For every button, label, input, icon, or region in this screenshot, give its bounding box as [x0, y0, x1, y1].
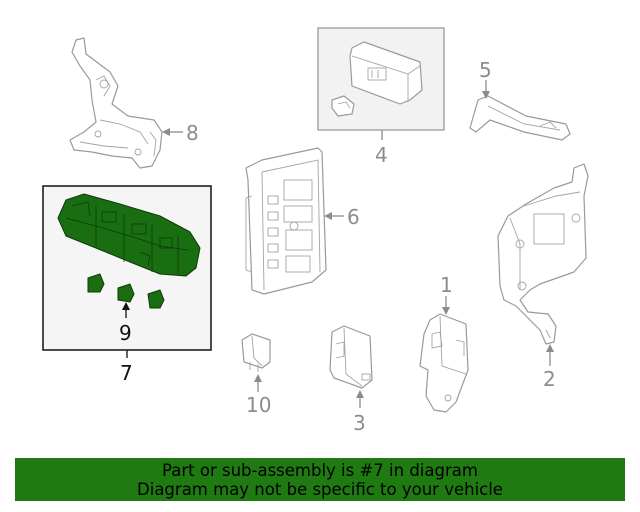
- arrow-2: [546, 344, 554, 352]
- parts-diagram: 8 4 5 6: [42, 27, 589, 435]
- part-4-box[interactable]: [317, 27, 445, 131]
- arrow-9: [122, 302, 130, 310]
- part-7-assembly-highlighted[interactable]: [57, 193, 201, 277]
- callout-7: 7: [120, 361, 133, 385]
- notice-line-1: Part or sub-assembly is #7 in diagram: [162, 461, 478, 480]
- part-7-box[interactable]: 9: [42, 185, 212, 351]
- part-6-fuse-box[interactable]: [245, 147, 327, 295]
- part-2-bracket[interactable]: [497, 163, 589, 345]
- arrow-3: [356, 390, 364, 398]
- arrow-8: [162, 128, 170, 136]
- callout-1: 1: [440, 273, 453, 297]
- callout-10: 10: [246, 393, 271, 417]
- part-8-bracket[interactable]: [69, 37, 163, 169]
- callout-3: 3: [353, 411, 366, 435]
- callout-6: 6: [347, 205, 360, 229]
- arrow-1: [442, 307, 450, 315]
- callout-5: 5: [479, 58, 492, 82]
- arrow-10: [254, 374, 262, 382]
- arrow-5: [482, 91, 490, 99]
- notice-banner: Part or sub-assembly is #7 in diagram Di…: [15, 458, 625, 501]
- part-10-relay[interactable]: [241, 333, 271, 372]
- callout-8: 8: [186, 121, 199, 145]
- callout-9: 9: [119, 321, 132, 345]
- part-3-relay[interactable]: [329, 325, 373, 389]
- part-9-relay-clips[interactable]: [87, 273, 165, 309]
- callout-2: 2: [543, 367, 556, 391]
- part-5-rail[interactable]: [469, 95, 571, 141]
- part-1-module[interactable]: [419, 313, 469, 413]
- notice-line-2: Diagram may not be specific to your vehi…: [137, 480, 503, 499]
- arrow-6: [324, 212, 332, 220]
- callout-4: 4: [375, 143, 388, 167]
